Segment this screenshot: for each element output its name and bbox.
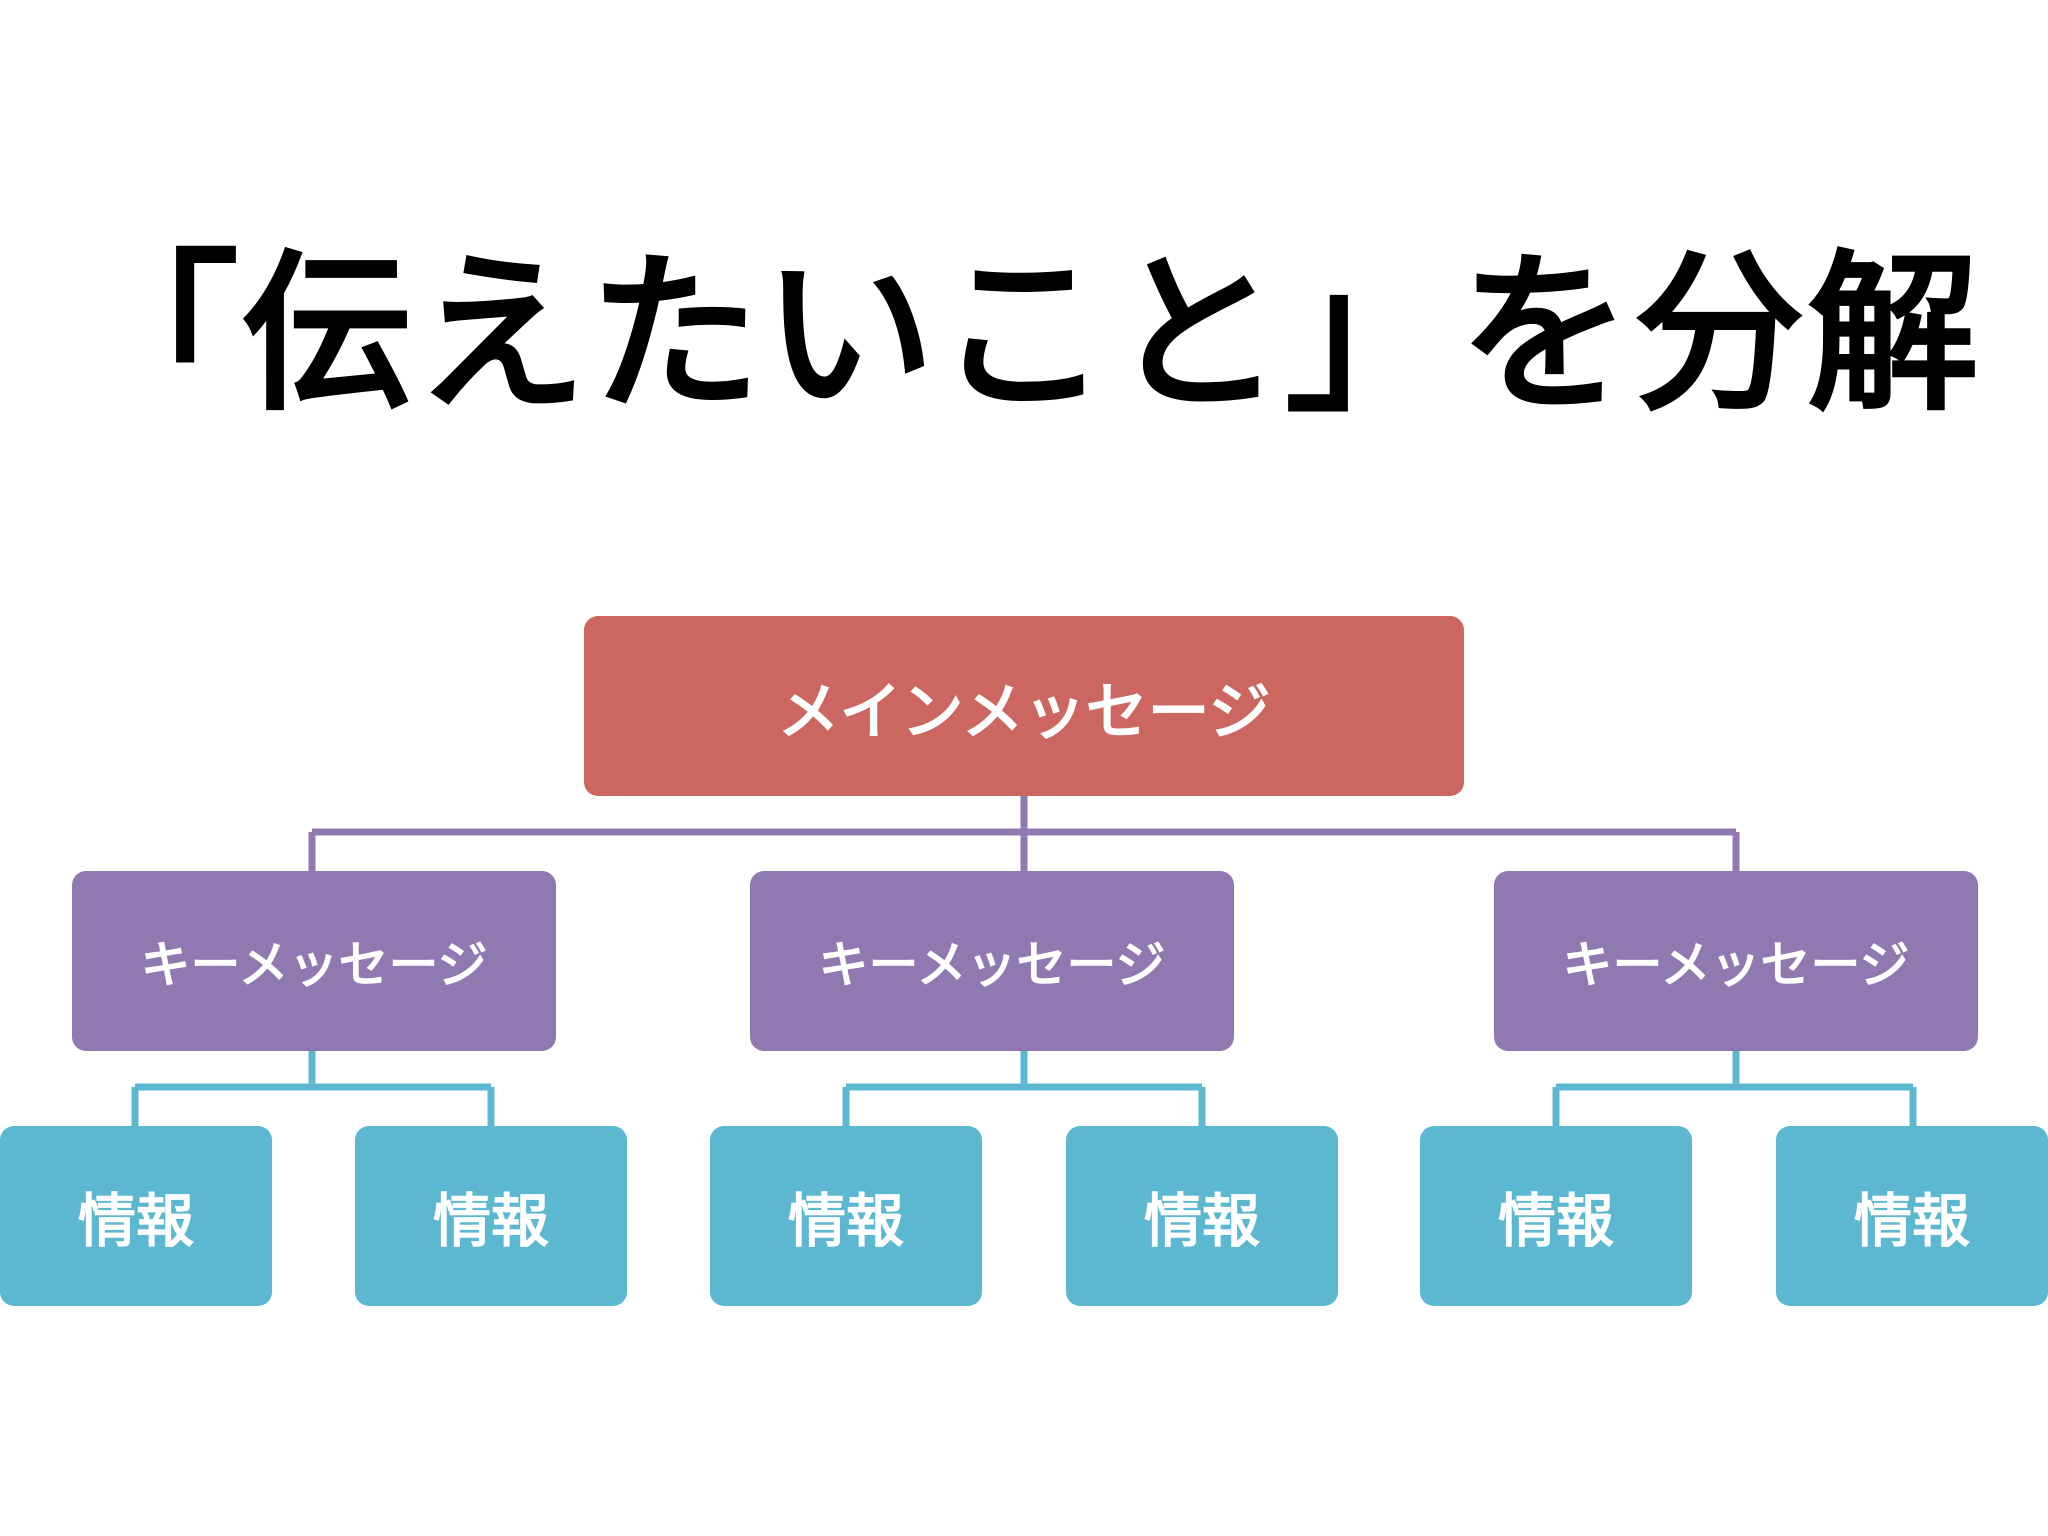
key-message-label-1: キーメッセージ bbox=[140, 936, 488, 994]
info-label-2b: 情報 bbox=[1143, 1187, 1260, 1255]
info-box-1b: 情報 bbox=[355, 1126, 627, 1306]
info-label-1b: 情報 bbox=[432, 1187, 549, 1255]
info-label-2a: 情報 bbox=[787, 1187, 904, 1255]
key-message-box-2: キーメッセージ bbox=[750, 871, 1234, 1051]
main-message-label: メインメッセージ bbox=[777, 675, 1271, 748]
info-box-2a: 情報 bbox=[710, 1126, 982, 1306]
info-label-3a: 情報 bbox=[1497, 1187, 1614, 1255]
key-message-box-1: キーメッセージ bbox=[72, 871, 556, 1051]
info-box-2b: 情報 bbox=[1066, 1126, 1338, 1306]
info-box-3a: 情報 bbox=[1420, 1126, 1692, 1306]
info-label-3b: 情報 bbox=[1853, 1187, 1970, 1255]
key-message-box-3: キーメッセージ bbox=[1494, 871, 1978, 1051]
info-box-1a: 情報 bbox=[0, 1126, 272, 1306]
main-to-key-connectors bbox=[308, 796, 1740, 871]
main-message-box: メインメッセージ bbox=[584, 616, 1464, 796]
key-to-info-connectors bbox=[131, 1051, 1917, 1126]
page-title: 「伝えたいこと」を分解 bbox=[67, 234, 1981, 435]
key-message-label-2: キーメッセージ bbox=[818, 936, 1166, 994]
info-box-3b: 情報 bbox=[1776, 1126, 2048, 1306]
info-label-1a: 情報 bbox=[77, 1187, 194, 1255]
key-message-label-3: キーメッセージ bbox=[1562, 936, 1910, 994]
